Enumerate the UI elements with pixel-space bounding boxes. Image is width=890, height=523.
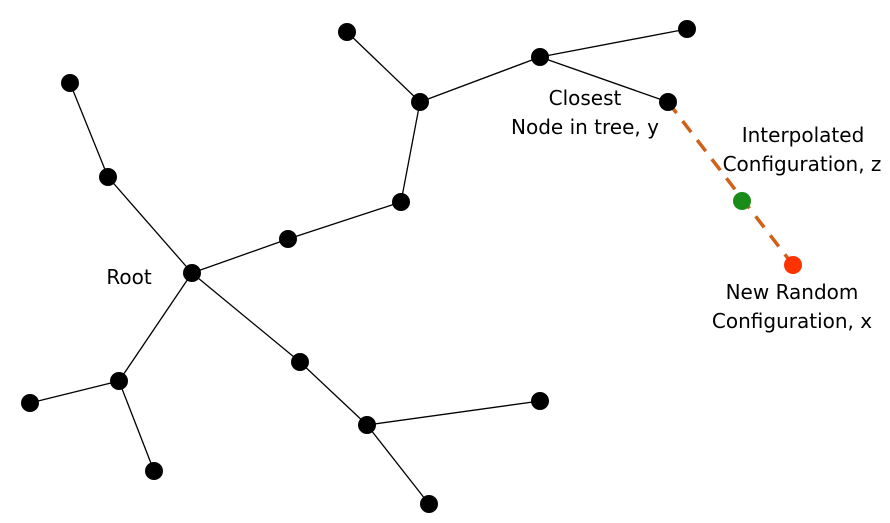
interpolated-node-z: [733, 192, 751, 210]
closest-label-line1: Closest: [549, 86, 622, 110]
tree-node: [531, 48, 549, 66]
tree-node: [21, 394, 39, 412]
tree-node: [678, 20, 696, 38]
edge: [539, 28, 688, 58]
edge: [69, 82, 109, 178]
interpolated-label-line2: Configuration, z: [723, 152, 882, 176]
random-label-line1: New Random: [726, 280, 859, 304]
edge: [118, 380, 155, 472]
tree-node: [411, 93, 429, 111]
edge: [346, 31, 421, 103]
tree-node: [338, 23, 356, 41]
edge: [191, 238, 289, 274]
closest-node-y: [659, 93, 677, 111]
edge: [299, 361, 368, 426]
edge: [539, 56, 669, 103]
edge: [118, 272, 193, 382]
root-label: Root: [106, 265, 151, 289]
edge: [419, 56, 541, 103]
edge: [366, 400, 541, 426]
tree-node: [61, 74, 79, 92]
edge: [107, 176, 193, 274]
tree-node: [99, 168, 117, 186]
edge: [191, 272, 301, 363]
random-node-x: [784, 256, 802, 274]
tree-node: [531, 392, 549, 410]
tree-node: [145, 462, 163, 480]
random-label-line2: Configuration, x: [712, 309, 872, 333]
tree-node: [279, 230, 297, 248]
tree-nodes: [21, 20, 696, 513]
interpolated-label-line1: Interpolated: [742, 123, 865, 147]
edge: [366, 424, 430, 505]
extension-dashed-line: [666, 100, 795, 267]
edge: [400, 101, 421, 203]
tree-node: [420, 495, 438, 513]
root-node: [183, 264, 201, 282]
closest-label-line2: Node in tree, y: [511, 115, 659, 139]
tree-node: [358, 416, 376, 434]
tree-edges: [29, 28, 688, 505]
edge: [29, 380, 120, 404]
tree-node: [110, 372, 128, 390]
tree-node: [392, 193, 410, 211]
tree-node: [291, 353, 309, 371]
edge: [287, 201, 402, 240]
